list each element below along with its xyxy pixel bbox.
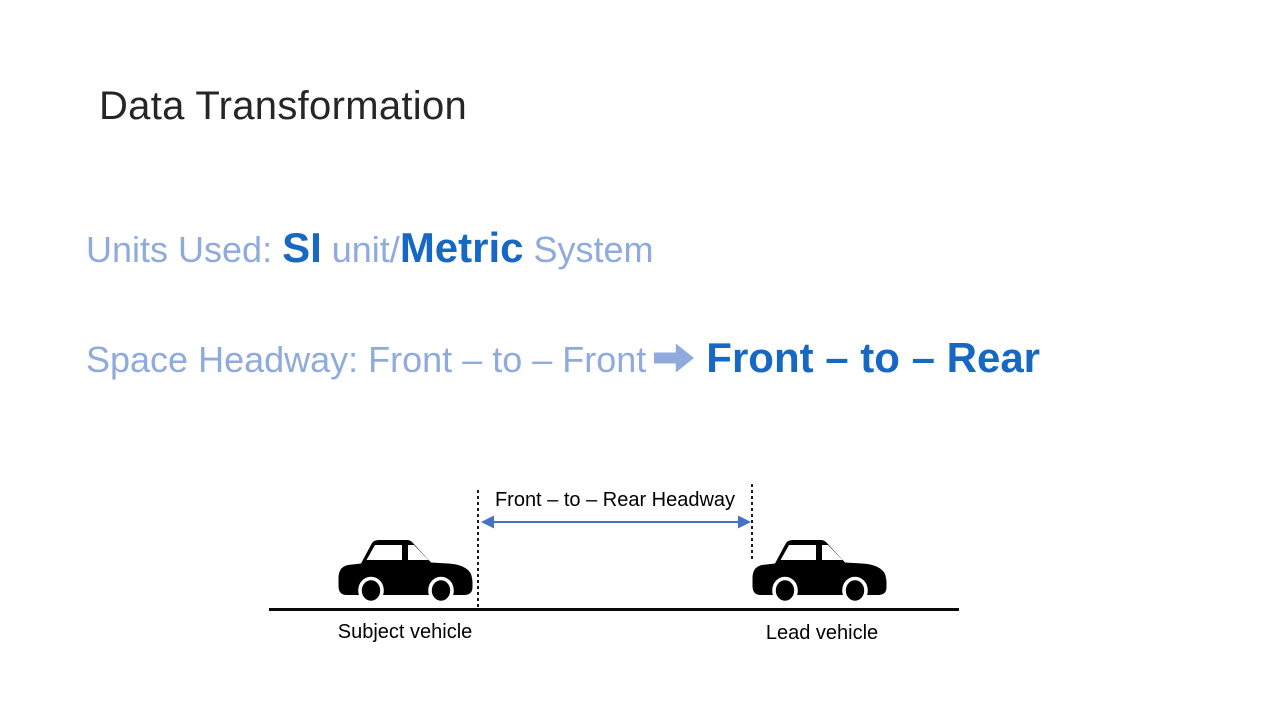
lead-vehicle-icon <box>748 536 892 606</box>
page-title: Data Transformation <box>99 84 468 128</box>
front-reference-dashed-line <box>477 490 479 608</box>
headway-line: Space Headway: Front – to – Front Front –… <box>86 333 1040 383</box>
headway-prefix-text: Space Headway: Front – to – Front <box>86 339 647 380</box>
units-line: Units Used: SI unit/Metric System <box>86 223 654 273</box>
rear-reference-dashed-line <box>751 484 753 562</box>
units-mid-text: unit/ <box>321 229 400 270</box>
subject-vehicle-icon <box>334 536 478 606</box>
units-suffix-text: System <box>523 229 654 270</box>
units-prefix-text: Units Used: <box>86 229 283 270</box>
road-line <box>269 608 959 611</box>
headway-bold-text: Front – to – Rear <box>706 334 1041 381</box>
lead-vehicle-label: Lead vehicle <box>765 622 879 644</box>
double-headed-arrow-icon <box>481 515 751 529</box>
subject-vehicle-label: Subject vehicle <box>337 621 473 643</box>
units-si-text: SI <box>282 224 322 271</box>
headway-measure-label: Front – to – Rear Headway <box>494 489 736 511</box>
units-metric-text: Metric <box>399 224 524 271</box>
right-arrow-icon <box>654 339 695 377</box>
